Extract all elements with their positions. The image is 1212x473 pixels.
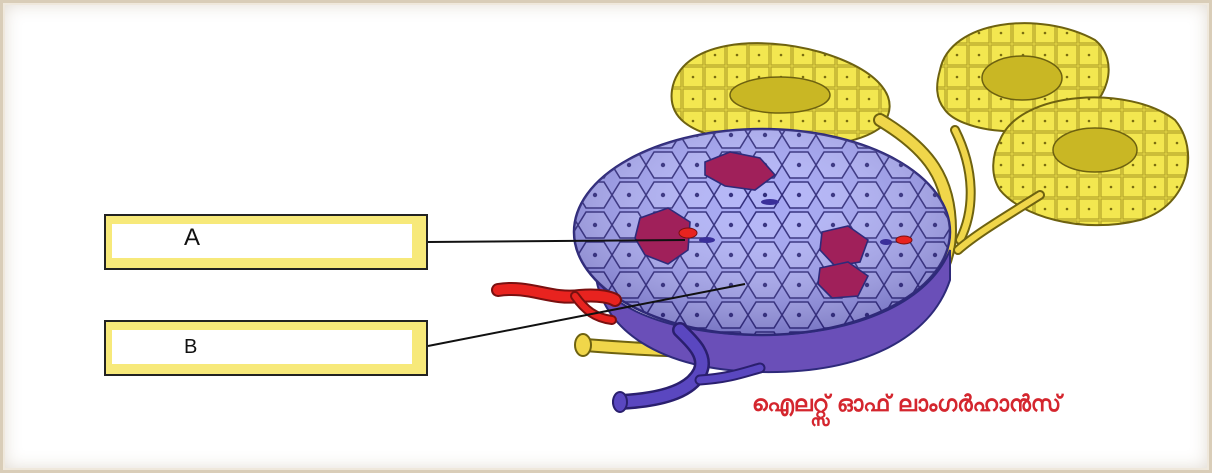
label-a-letter: A	[184, 224, 200, 252]
label-b-letter: B	[184, 336, 197, 359]
diagram-caption: ഐലറ്റ്സ് ഓഫ് ലാംഗർഹാൻസ്	[752, 392, 1061, 417]
label-box-a[interactable]: A	[104, 214, 428, 270]
label-box-b-blank	[112, 330, 412, 364]
label-box-a-blank	[112, 224, 412, 258]
label-box-b[interactable]: B	[104, 320, 428, 376]
artery	[498, 289, 615, 320]
